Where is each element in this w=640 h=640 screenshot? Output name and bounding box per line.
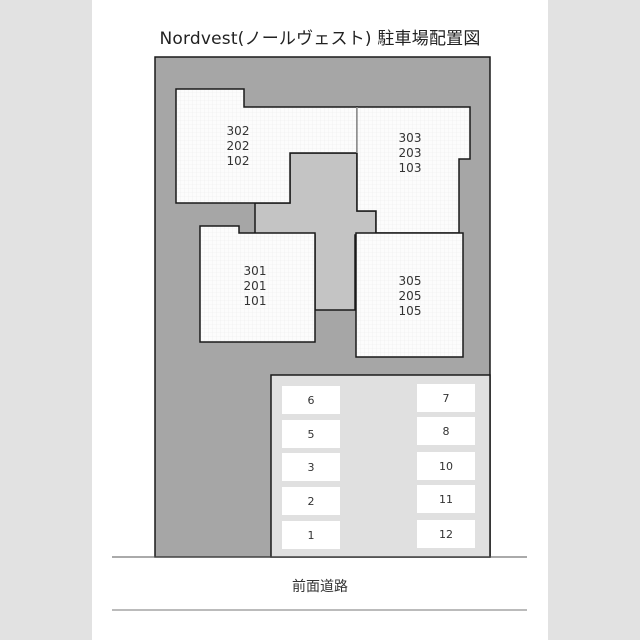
unit-number: 303 [398,131,422,145]
unit-number: 301 [243,264,267,278]
parking-slot-10[interactable]: 10 [417,452,475,480]
parking-slot-7[interactable]: 7 [417,384,475,412]
building-label-west-north: 302 202 102 [208,124,268,169]
parking-slot-1[interactable]: 1 [282,521,340,549]
parking-slot-11[interactable]: 11 [417,485,475,513]
page-title: Nordvest(ノールヴェスト) 駐車場配置図 [159,29,481,49]
parking-slot-5[interactable]: 5 [282,420,340,448]
parking-slot-6[interactable]: 6 [282,386,340,414]
unit-number: 203 [398,146,422,160]
unit-number: 103 [398,161,422,175]
parking-slot-3[interactable]: 3 [282,453,340,481]
unit-number: 102 [226,154,250,168]
parking-slot-12[interactable]: 12 [417,520,475,548]
parking-slot-8[interactable]: 8 [417,417,475,445]
unit-number: 305 [398,274,422,288]
building-label-west-south: 301 201 101 [225,264,285,309]
parking-slot-2[interactable]: 2 [282,487,340,515]
unit-number: 205 [398,289,422,303]
unit-number: 302 [226,124,250,138]
unit-number: 202 [226,139,250,153]
building-label-east-south: 305 205 105 [380,274,440,319]
unit-number: 105 [398,304,422,318]
front-road-label: 前面道路 [292,579,348,595]
unit-number: 201 [243,279,267,293]
unit-number: 101 [243,294,267,308]
building-east-south [355,232,464,358]
building-west-south [199,225,316,343]
building-label-east-north: 303 203 103 [380,131,440,176]
